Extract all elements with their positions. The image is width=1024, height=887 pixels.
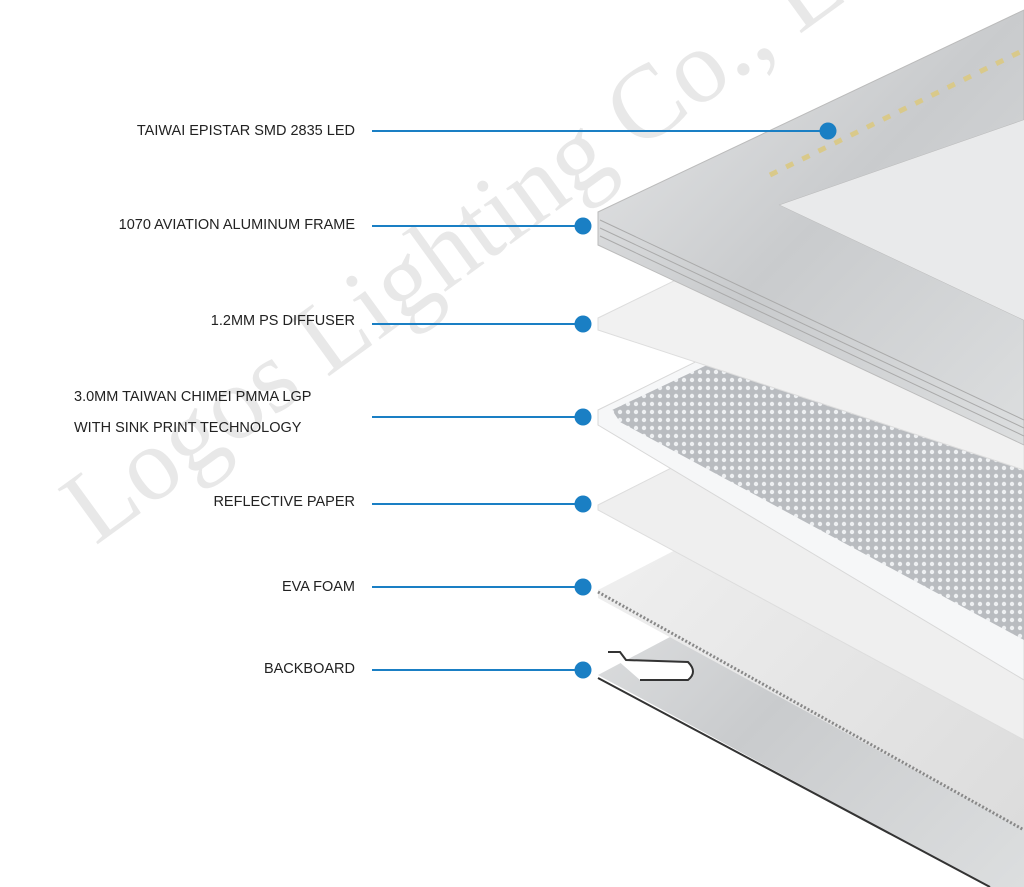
label-lgp-line2: WITH SINK PRINT TECHNOLOGY (74, 420, 302, 436)
callout-dot-backboard (574, 661, 592, 679)
label-frame: 1070 AVIATION ALUMINUM FRAME (118, 217, 355, 233)
callout-dot-foam (574, 578, 592, 596)
callout-dot-frame (574, 217, 592, 235)
label-lgp: 3.0MM TAIWAN CHIMEI PMMA LGP WITH SINK P… (74, 382, 311, 444)
label-backboard: BACKBOARD (263, 661, 355, 677)
callout-dot-reflective (574, 495, 592, 513)
callout-dot-diffuser (574, 315, 592, 333)
label-eva-foam: EVA FOAM (281, 579, 355, 595)
label-diffuser: 1.2MM PS DIFFUSER (210, 313, 355, 329)
led-strip (768, 47, 1024, 178)
aluminum-frame (597, 9, 1024, 446)
callout-dot-lgp (574, 408, 592, 426)
callout-dot-led (819, 122, 837, 140)
label-reflective-paper: REFLECTIVE PAPER (213, 494, 355, 510)
label-led: TAIWAI EPISTAR SMD 2835 LED (136, 123, 355, 139)
label-lgp-line1: 3.0MM TAIWAN CHIMEI PMMA LGP (74, 389, 312, 405)
